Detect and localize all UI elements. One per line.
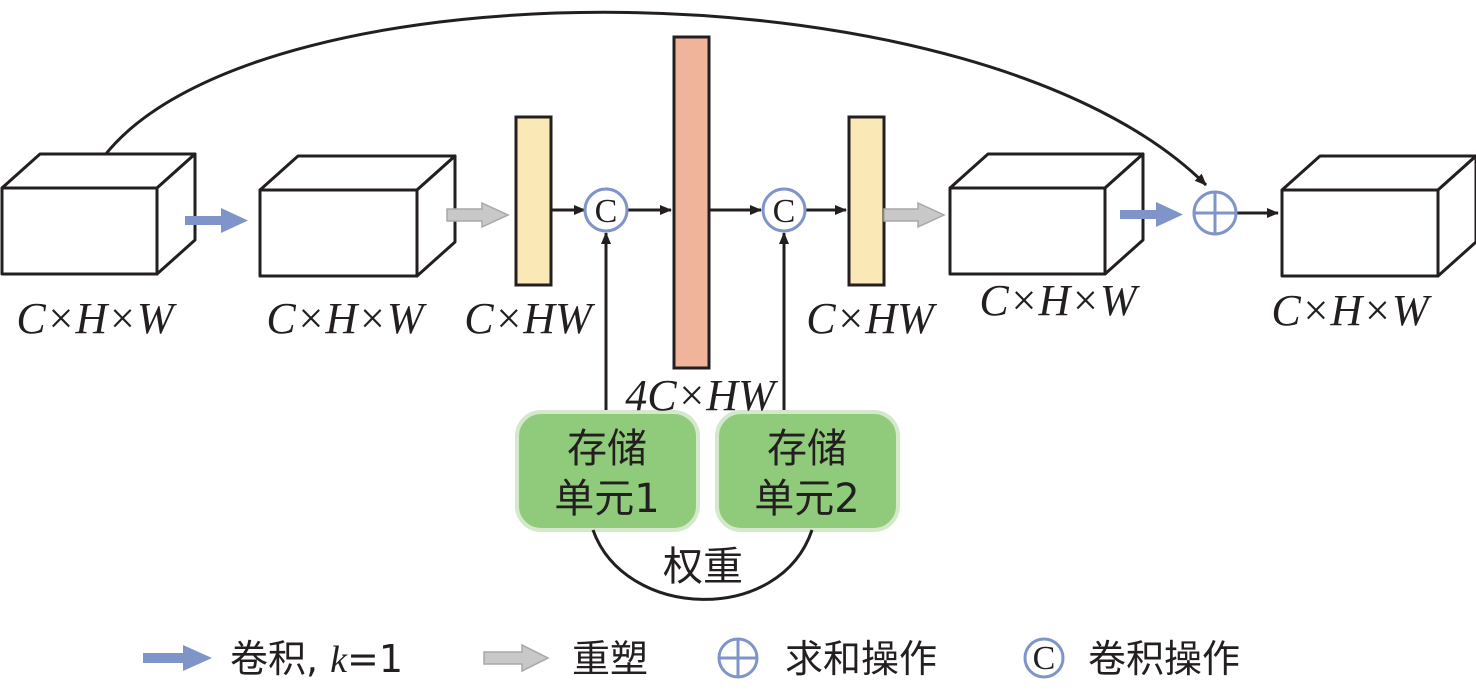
concat-operator-2: C	[761, 187, 807, 233]
legend-conv-op-letter: C	[1033, 640, 1056, 677]
memory-unit-1-line1: 存储	[567, 426, 647, 472]
legend-sum-icon	[717, 637, 759, 679]
feature-map-box-4	[1280, 154, 1476, 278]
dim-label-box1: C×H×W	[16, 294, 177, 343]
reshaped-vector-1	[514, 115, 553, 287]
feature-map-box-2	[258, 154, 457, 278]
reshaped-vector-2	[847, 115, 886, 287]
dim-label-wide-vector: 4C×HW	[625, 371, 778, 420]
concat-operator-1: C	[583, 187, 629, 233]
legend-reshape-label: 重塑	[572, 637, 648, 681]
sum-operator	[1192, 190, 1238, 236]
conv-arrow-1	[185, 208, 248, 233]
memory-unit-2: 存储 单元2	[715, 410, 900, 532]
memory-unit-2-line2: 单元2	[754, 476, 859, 522]
dim-label-box4: C×H×W	[1271, 286, 1432, 335]
legend-conv-op-label: 卷积操作	[1088, 637, 1240, 681]
memory-unit-2-line1: 存储	[767, 426, 847, 472]
memory-unit-1-line2: 单元1	[554, 476, 659, 522]
dim-label-box2: C×H×W	[266, 294, 427, 343]
dim-label-vec2: C×HW	[806, 294, 937, 343]
legend-conv-label: 卷积, k=1	[230, 637, 403, 681]
conv-arrow-2	[1120, 202, 1183, 227]
legend-sum-label: 求和操作	[785, 637, 937, 681]
feature-map-box-1	[0, 152, 197, 276]
skip-connection-curve	[103, 10, 1208, 187]
reshape-arrow-2	[883, 201, 946, 229]
legend-reshape-arrow-icon	[483, 643, 550, 673]
concat-operator-2-letter: C	[773, 193, 796, 230]
weights-label: 权重	[663, 544, 743, 590]
reshape-arrow-1	[446, 201, 510, 229]
legend-conv-arrow-icon	[143, 645, 212, 671]
dim-label-box3: C×H×W	[979, 276, 1140, 325]
feature-map-box-3	[948, 152, 1145, 276]
dim-label-vec1: C×HW	[464, 294, 595, 343]
legend: 卷积, k=1 重塑 求和操作 C 卷积操作	[143, 637, 1240, 681]
expanded-vector-4c	[672, 35, 711, 370]
concat-operator-1-letter: C	[595, 193, 618, 230]
weights-shared-curve	[591, 529, 814, 601]
legend-conv-op-icon: C	[1023, 637, 1065, 679]
memory-unit-1: 存储 单元1	[515, 410, 700, 532]
